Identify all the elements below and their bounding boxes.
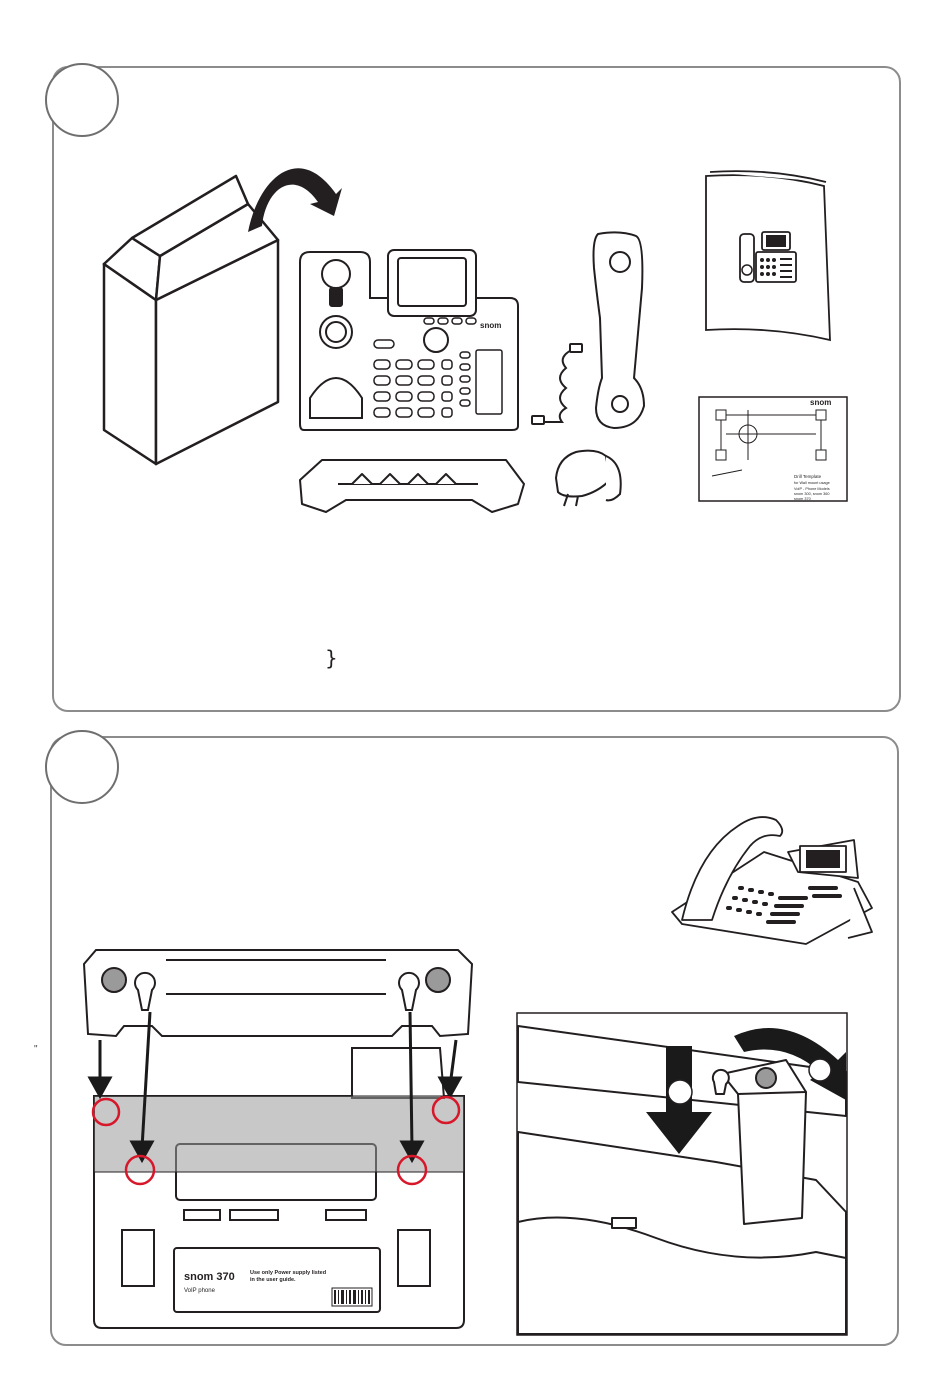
brace-mark: } xyxy=(325,646,338,670)
phone-front-brand: snom xyxy=(480,321,501,330)
foot-attach-detail-illustration xyxy=(516,1012,848,1336)
template-brand: snom xyxy=(810,398,831,407)
assembled-phone-illustration xyxy=(668,812,878,948)
manual-illustration xyxy=(700,168,834,344)
phone-stand-illustration xyxy=(292,454,528,516)
template-title: Drill Template xyxy=(794,474,822,479)
template-subtitle: for Wall mount usage xyxy=(794,481,830,485)
drill-template-illustration: snom Drill Template for Wall mount usage… xyxy=(698,396,848,502)
step-2-number-circle xyxy=(45,730,119,804)
template-model-line: VoIP - Phone Models xyxy=(794,487,830,491)
step-1-number-circle xyxy=(45,63,119,137)
underside-label-sub: VoIP phone xyxy=(184,1288,216,1294)
phone-underside-illustration: snom 370 VoIP phone Use only Power suppl… xyxy=(80,948,476,1336)
underside-label-brand: snom 370 xyxy=(184,1271,235,1283)
handset-illustration xyxy=(526,228,646,432)
template-models-2: snom 370 xyxy=(794,497,811,501)
underside-label-power: Use only Power supply listed xyxy=(250,1270,326,1276)
phone-front-illustration: snom xyxy=(296,248,520,432)
power-adapter-illustration xyxy=(548,442,628,508)
tick-mark: " xyxy=(34,1044,38,1055)
underside-label-power2: in the user guide. xyxy=(250,1277,296,1283)
template-models-1: snom 300, snom 360 xyxy=(794,492,829,496)
